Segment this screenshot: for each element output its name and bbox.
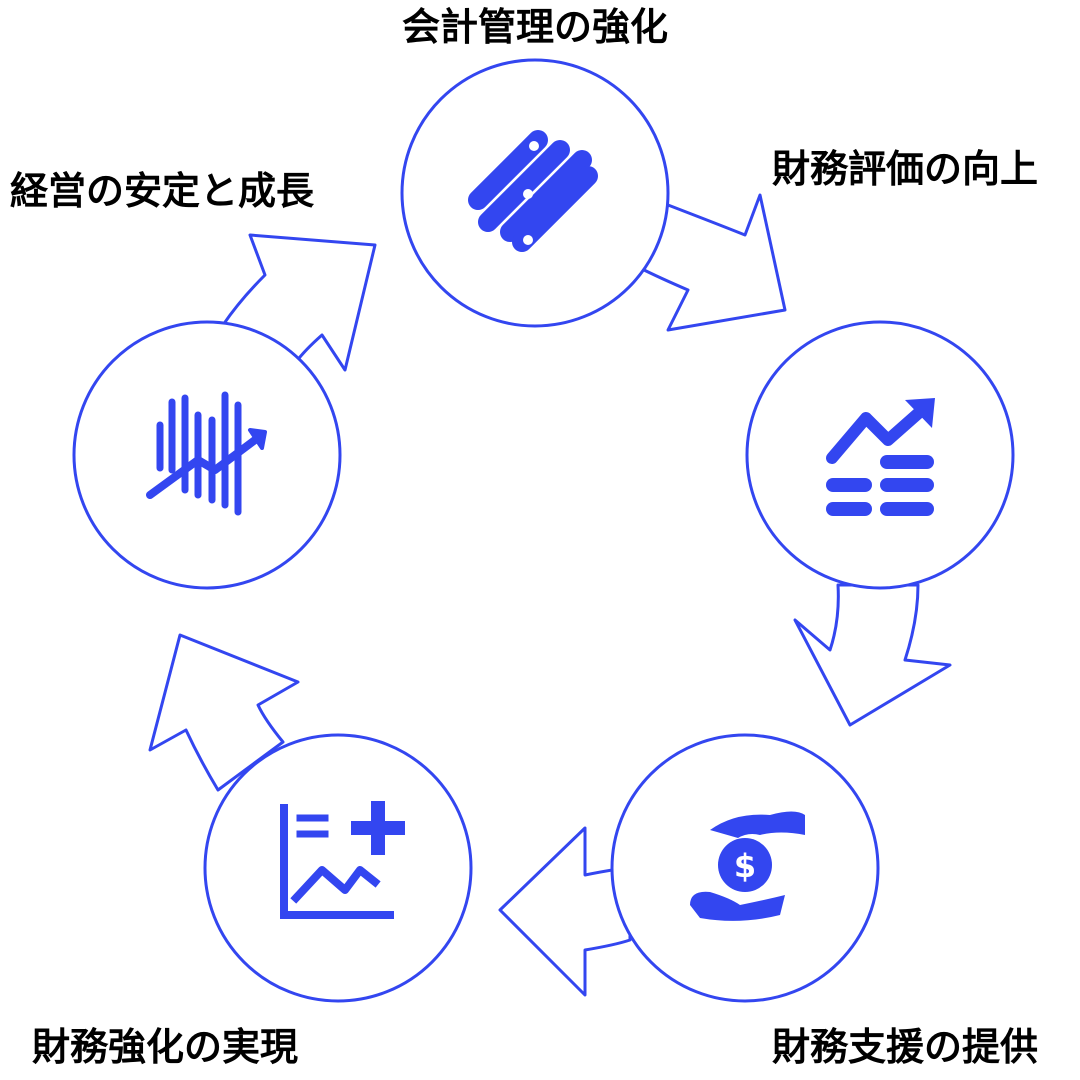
stage-label-3: 財務支援の提供	[772, 1025, 1039, 1069]
growth-chart-icon	[826, 398, 935, 516]
stage-circle-4	[203, 733, 473, 1003]
stage-label-5: 経営の安定と成長	[10, 169, 315, 213]
money-hands-icon: $	[690, 811, 805, 921]
cycle-arrow-3	[498, 826, 632, 997]
stage-label-1: 会計管理の強化	[402, 5, 669, 49]
chart-plus-icon	[280, 801, 405, 919]
ledger-bars-icon	[468, 130, 598, 252]
stage-circle-5	[72, 320, 342, 590]
cycle-arrow-4	[148, 633, 300, 792]
stage-label-4: 財務強化の実現	[32, 1025, 299, 1069]
svg-text:$: $	[734, 847, 756, 885]
stage-label-2: 財務評価の向上	[772, 147, 1039, 191]
cycle-arrow-1	[638, 193, 787, 332]
stage-circle-2	[745, 320, 1015, 590]
rising-bars-icon	[146, 391, 267, 516]
cycle-arrow-2	[793, 583, 952, 727]
